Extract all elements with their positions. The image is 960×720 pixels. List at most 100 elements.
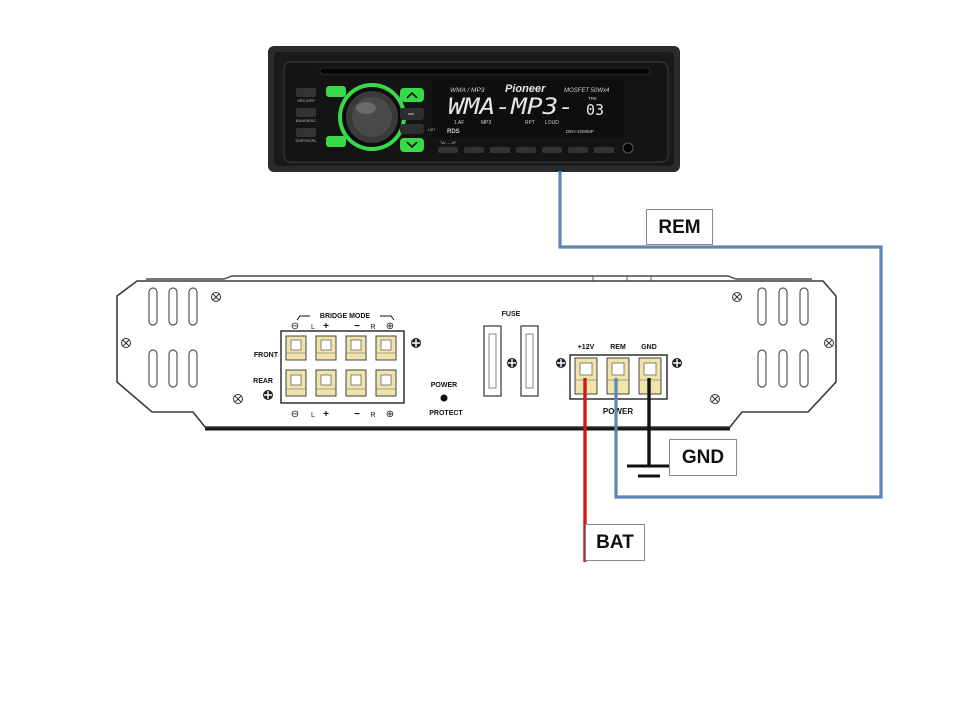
power-rating-label: MOSFET 50Wx4 (564, 88, 610, 94)
preset-button-7[interactable] (594, 147, 614, 153)
rds-label: RDS (447, 129, 460, 135)
speaker-terminal[interactable] (315, 335, 337, 361)
svg-text:BAND/ESC: BAND/ESC (296, 118, 317, 123)
func-button[interactable] (326, 136, 346, 147)
protect-label: PROTECT (429, 410, 463, 417)
screw-icon (710, 394, 720, 404)
preset-button-row: TA/ — AF (438, 141, 614, 153)
preset-button-6[interactable] (568, 147, 588, 153)
cd-slot (319, 67, 651, 75)
speaker-terminal[interactable] (315, 369, 337, 397)
screw-icon (732, 292, 742, 302)
polarity-top-1: L (311, 324, 315, 331)
rem-wire (558, 171, 883, 499)
terminal-rem[interactable] (606, 357, 630, 395)
screw-icon (233, 394, 243, 404)
speaker-terminal[interactable] (375, 369, 397, 397)
polarity-top-3: − (354, 321, 360, 332)
band-button[interactable] (296, 108, 316, 117)
svg-text:SRC/OFF: SRC/OFF (297, 98, 315, 103)
screws (121, 292, 834, 404)
sub-label-mp3: MP3 (481, 120, 492, 126)
src-button[interactable] (296, 88, 316, 97)
head-unit: SRC/OFF BAND/ESC DISP/SCRL WM (268, 46, 680, 172)
polarity-bottom-0: ⊖ (291, 409, 299, 420)
display-panel (432, 80, 624, 138)
terminal-label-gnd: GND (641, 344, 657, 351)
left-button-column: SRC/OFF BAND/ESC DISP/SCRL (295, 88, 317, 143)
amplifier: BRIDGE MODE ⊖ L + − R ⊕ FRONT REAR (116, 275, 837, 431)
fuse-label: FUSE (502, 311, 521, 318)
preset-button-1[interactable] (438, 147, 458, 153)
rem-callout: REM (646, 209, 713, 245)
amplifier-top-edge (146, 275, 812, 280)
svg-text:DISP/SCRL: DISP/SCRL (295, 138, 317, 143)
ground-symbol-icon (627, 464, 669, 478)
screw-icon (121, 338, 131, 348)
disp-button[interactable] (296, 128, 316, 137)
front-label: FRONT (254, 352, 279, 359)
speaker-terminal[interactable] (345, 369, 367, 397)
fuse-slot[interactable] (483, 325, 502, 397)
fuse-block: FUSE (483, 311, 539, 397)
sub-label-af: 1 AF (454, 120, 464, 126)
bridge-mode-label: BRIDGE MODE (320, 313, 371, 320)
list-button[interactable] (400, 124, 424, 134)
down-button[interactable] (400, 138, 424, 152)
amplifier-body (116, 280, 837, 428)
terminal-label-12v: +12V (578, 344, 595, 351)
terminal-gnd[interactable] (638, 357, 662, 395)
terminal-label-rem: REM (610, 344, 626, 351)
track-number: 03 (586, 101, 604, 119)
power-led-icon (440, 394, 448, 402)
polarity-bottom-5: ⊕ (386, 409, 394, 420)
rear-label: REAR (253, 378, 273, 385)
svg-text:TA/ — AF: TA/ — AF (440, 141, 457, 145)
polarity-top-0: ⊖ (291, 321, 299, 332)
power-indicator: POWER PROTECT (429, 382, 463, 417)
svg-text:LIST: LIST (428, 128, 436, 132)
preset-button-3[interactable] (490, 147, 510, 153)
power-led-label: POWER (431, 382, 457, 389)
polarity-bottom-4: R (370, 412, 375, 419)
polarity-bottom-3: − (354, 409, 360, 420)
aux-jack-icon (622, 142, 634, 154)
left-vents (148, 287, 198, 388)
down-arrow-icon (406, 141, 418, 149)
polarity-top-4: R (370, 324, 375, 331)
format-label: WMA / MP3 (450, 87, 485, 94)
model-label: DEH-3200MP (566, 129, 594, 134)
direction-keys (400, 88, 424, 152)
display-text: WMA-MP3- (448, 95, 574, 120)
polarity-top-5: ⊕ (386, 321, 394, 332)
fuse-slot[interactable] (520, 325, 539, 397)
polarity-top-2: + (323, 321, 329, 332)
gnd-callout: GND (669, 439, 737, 476)
mount-marks (263, 338, 682, 400)
speaker-terminal[interactable] (345, 335, 367, 361)
sub-label-loud: LOUD (545, 120, 559, 126)
speaker-terminal[interactable] (375, 335, 397, 361)
preset-button-5[interactable] (542, 147, 562, 153)
mount-mark-icon (411, 338, 421, 348)
mount-mark-icon (672, 358, 682, 368)
bat-callout: BAT (585, 524, 645, 561)
right-vents (757, 287, 809, 388)
up-button[interactable] (400, 88, 424, 102)
screw-icon (824, 338, 834, 348)
preset-button-4[interactable] (516, 147, 536, 153)
screw-icon (211, 292, 221, 302)
speaker-terminal[interactable] (285, 369, 307, 397)
speaker-terminal[interactable] (285, 335, 307, 361)
brand-logo: Pioneer (505, 83, 546, 95)
polarity-bottom-1: L (311, 412, 315, 419)
preset-button-2[interactable] (464, 147, 484, 153)
polarity-bottom-2: + (323, 409, 329, 420)
mount-mark-icon (263, 390, 273, 400)
audio-button[interactable] (326, 86, 346, 97)
mount-mark-icon (507, 358, 517, 368)
power-block-label: POWER (603, 407, 633, 416)
speaker-terminal-block: BRIDGE MODE ⊖ L + − R ⊕ FRONT REAR (253, 313, 405, 420)
track-label: TRK (588, 96, 597, 101)
volume-knob[interactable] (338, 83, 406, 151)
